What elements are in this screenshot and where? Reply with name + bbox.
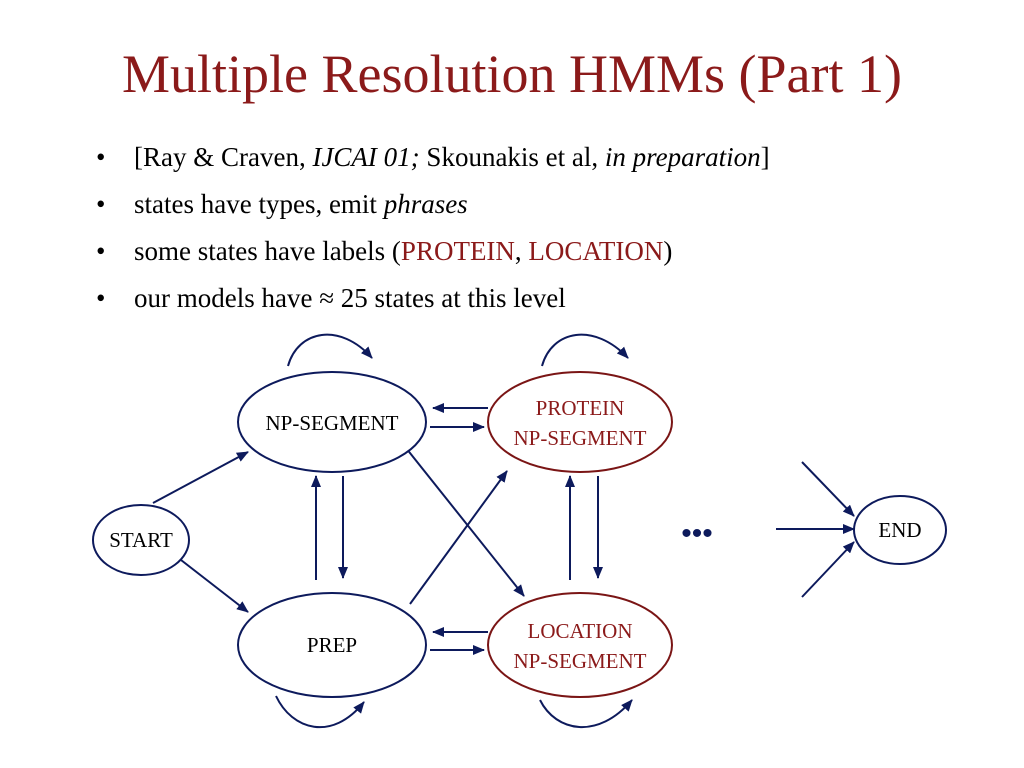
- node-np-segment: [237, 371, 427, 473]
- edge-into-end-lower: [801, 541, 855, 598]
- node-location-label-line1: LOCATION: [528, 619, 633, 643]
- node-prep-label: PREP: [307, 633, 357, 657]
- bullet-item-labels: • some states have labels (PROTEIN, LOCA…: [96, 228, 770, 275]
- edge-prep-to-protein: [409, 470, 508, 605]
- citation-close: ]: [760, 142, 770, 172]
- labels-text: some states have labels (: [134, 236, 401, 266]
- node-protein-label-line2: NP-SEGMENT: [513, 426, 646, 450]
- node-start: [92, 504, 190, 576]
- self-loop-np-segment: [287, 333, 373, 367]
- label-location: LOCATION: [528, 236, 664, 266]
- self-loop-protein: [541, 333, 629, 367]
- citation-status: in preparation: [604, 142, 761, 172]
- node-protein-np-segment: [487, 371, 673, 473]
- node-prep: [237, 592, 427, 698]
- types-text: states have types, emit: [134, 189, 384, 219]
- bullet-item-types: • states have types, emit phrases: [96, 181, 770, 228]
- label-protein: PROTEIN: [400, 236, 515, 266]
- self-loop-location: [539, 699, 633, 728]
- node-location-np-segment: [487, 592, 673, 698]
- node-np-segment-label: NP-SEGMENT: [265, 411, 398, 435]
- self-loop-prep: [275, 695, 365, 729]
- bullet-icon: •: [96, 189, 106, 219]
- citation-open: [Ray & Craven,: [134, 142, 313, 172]
- node-end: [853, 495, 947, 565]
- types-emphasis: phrases: [383, 189, 468, 219]
- citation-middle: Skounakis et al,: [419, 142, 605, 172]
- ellipsis-icon: •••: [681, 517, 713, 550]
- bullet-icon: •: [96, 283, 106, 313]
- edge-into-end-upper: [801, 461, 855, 517]
- bullet-item-citation: • [Ray & Craven, IJCAI 01; Skounakis et …: [96, 134, 770, 181]
- edge-start-to-np-segment: [152, 451, 249, 504]
- edge-start-to-prep: [180, 559, 249, 613]
- citation-venue: IJCAI 01;: [312, 142, 420, 172]
- bullet-list: • [Ray & Craven, IJCAI 01; Skounakis et …: [96, 134, 770, 322]
- node-protein-label-line1: PROTEIN: [536, 396, 625, 420]
- states-text: our models have ≈ 25 states at this leve…: [134, 283, 566, 313]
- bullet-icon: •: [96, 236, 106, 266]
- node-start-label: START: [109, 528, 173, 552]
- labels-separator: ,: [514, 236, 529, 266]
- bullet-icon: •: [96, 142, 106, 172]
- labels-close: ): [663, 236, 673, 266]
- edge-np-segment-to-location: [405, 447, 525, 597]
- node-end-label: END: [878, 518, 921, 542]
- node-location-label-line2: NP-SEGMENT: [513, 649, 646, 673]
- slide-title: Multiple Resolution HMMs (Part 1): [122, 44, 902, 104]
- bullet-item-states: • our models have ≈ 25 states at this le…: [96, 275, 770, 322]
